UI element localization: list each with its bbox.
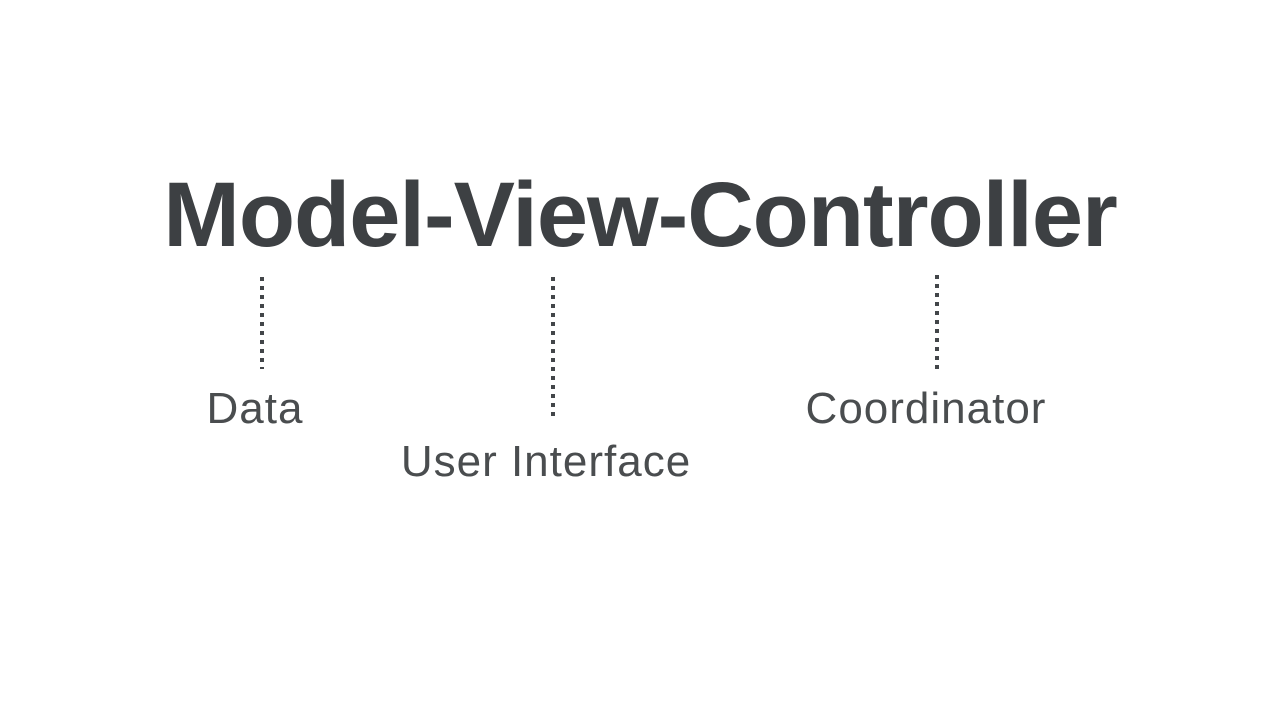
- label-view-meaning: User Interface: [400, 437, 692, 486]
- dotted-connector-controller: [935, 275, 939, 371]
- dotted-connector-view: [551, 277, 555, 418]
- label-model-meaning: Data: [206, 384, 304, 433]
- page-title: Model-View-Controller: [163, 164, 1118, 266]
- label-controller-meaning: Coordinator: [805, 384, 1047, 433]
- dotted-connector-model: [260, 277, 264, 369]
